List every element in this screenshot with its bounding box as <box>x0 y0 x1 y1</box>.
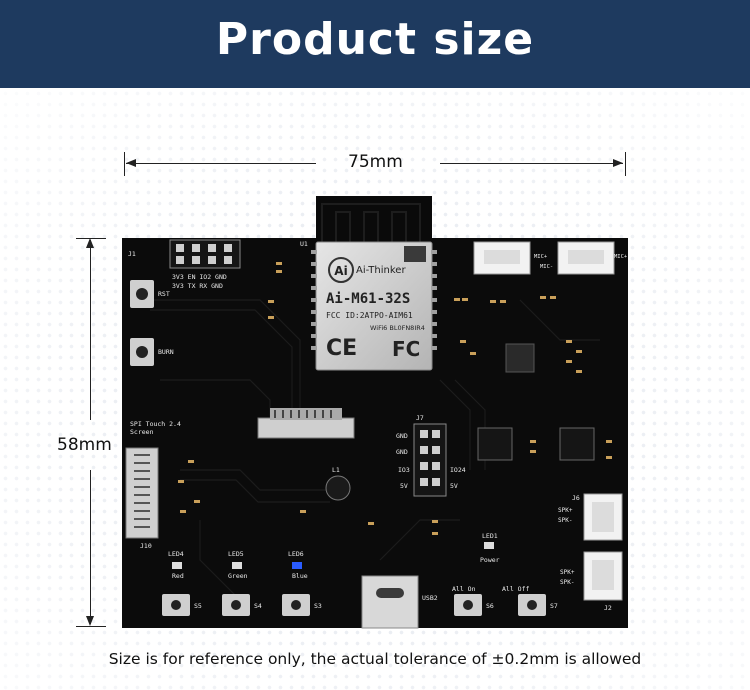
spk-plus-top: SPK+ <box>558 507 573 514</box>
spk-plus-bottom: SPK+ <box>560 569 575 576</box>
width-tick-left <box>124 152 125 176</box>
red-label: Red <box>172 572 184 580</box>
tolerance-note: Size is for reference only, the actual t… <box>108 650 642 668</box>
j1-label: J1 <box>128 250 136 258</box>
module-model: Ai-M61-32S <box>326 291 410 307</box>
s4-label: S4 <box>254 602 262 610</box>
j7-label: J7 <box>416 414 424 422</box>
usb2-label: USB2 <box>422 594 438 602</box>
j2-label: J2 <box>604 604 612 612</box>
height-tick-bottom <box>76 626 106 627</box>
rst-label: RST <box>158 290 170 298</box>
height-label: 58mm <box>57 435 112 455</box>
j7-io24: IO24 <box>450 466 466 474</box>
width-tick-right <box>625 152 626 176</box>
header-banner: Product size <box>0 0 750 88</box>
l1-label: L1 <box>332 466 340 474</box>
width-line-right <box>440 163 623 164</box>
width-label: 75mm <box>348 152 403 172</box>
all-off-label: All Off <box>502 585 529 593</box>
j3-label-bottom: 3V3 TX RX GND <box>172 282 223 290</box>
module-wifi: WiFi6 BL0FN8IR4 <box>370 324 425 332</box>
burn-label: BURN <box>158 348 174 356</box>
spi-touch-label: SPI Touch 2.4 <box>130 420 181 428</box>
s7-label: S7 <box>550 602 558 610</box>
led6-label: LED6 <box>288 550 304 558</box>
s3-label: S3 <box>314 602 322 610</box>
led5-label: LED5 <box>228 550 244 558</box>
mic-plus-left: MIC+ <box>534 254 548 260</box>
j7-gnd-left-2: GND <box>396 448 408 456</box>
module-brand: Ai-Thinker <box>356 265 406 276</box>
j3-label-top: 3V3 EN IO2 GND <box>172 273 227 281</box>
j6-label: J6 <box>572 494 580 502</box>
s5-label: S5 <box>194 602 202 610</box>
blue-label: Blue <box>292 572 308 580</box>
j7-io3: IO3 <box>398 466 410 474</box>
spk-minus-top: SPK- <box>558 517 572 524</box>
led4-label: LED4 <box>168 550 184 558</box>
s6-label: S6 <box>486 602 494 610</box>
module-ce-mark: CE <box>326 336 357 361</box>
all-on-label: All On <box>452 585 476 593</box>
module-fcc-id: FCC ID:2ATPO-AIM61 <box>326 311 413 320</box>
height-line-bottom <box>90 470 91 624</box>
j10-label: J10 <box>140 542 152 550</box>
j7-gnd-left: GND <box>396 432 408 440</box>
green-label: Green <box>228 572 248 580</box>
u1-label: U1 <box>300 240 308 248</box>
module-logo: Ai <box>334 264 347 278</box>
height-line-top <box>90 240 91 420</box>
width-line-left <box>126 163 316 164</box>
page-title: Product size <box>215 14 535 65</box>
module-fcc-mark: FC <box>392 337 420 361</box>
j7-5v-right: 5V <box>450 482 458 490</box>
spk-minus-bottom: SPK- <box>560 579 574 586</box>
power-label: Power <box>480 556 500 564</box>
j7-5v-left: 5V <box>400 482 408 490</box>
led1-label: LED1 <box>482 532 498 540</box>
mic-plus-right: MIC+ <box>614 254 628 260</box>
mic-minus-right: MIC- <box>540 264 553 270</box>
height-tick-top <box>76 238 106 239</box>
screen-label: Screen <box>130 428 154 436</box>
